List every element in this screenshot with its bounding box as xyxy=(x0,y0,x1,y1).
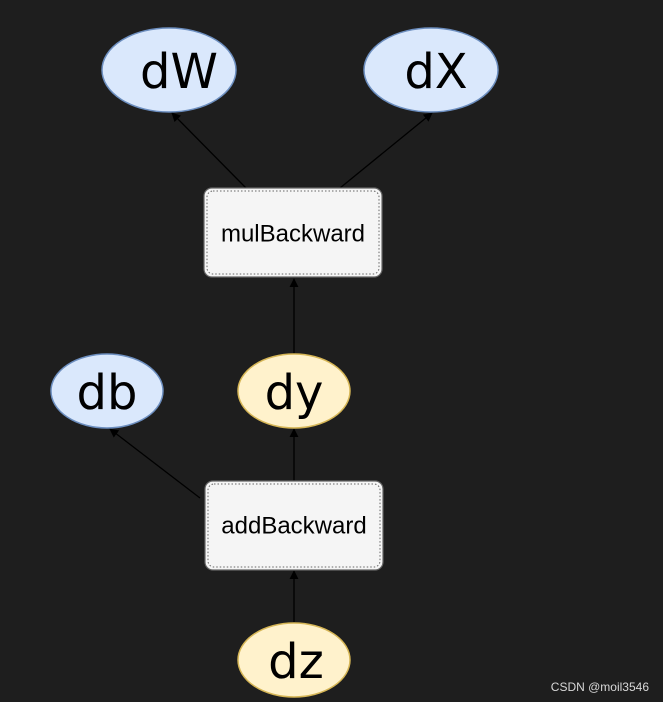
op-addbackward: addBackward xyxy=(204,480,384,571)
node-dw-label: dW xyxy=(140,44,218,100)
node-dw: dW xyxy=(101,27,237,113)
op-mulbackward: mulBackward xyxy=(203,187,383,278)
node-dz-label: dz xyxy=(268,634,324,690)
op-mulbackward-inner-border xyxy=(206,190,380,275)
node-dz: dz xyxy=(237,622,351,698)
watermark: CSDN @moil3546 xyxy=(550,680,649,694)
edges xyxy=(109,112,433,622)
op-addbackward-box xyxy=(204,480,384,571)
node-dw-shape xyxy=(101,27,237,113)
node-dz-shape xyxy=(237,622,351,698)
node-dy: dy xyxy=(237,353,351,429)
edge-addbackward-to-db xyxy=(109,428,201,499)
node-dx-label: dX xyxy=(404,44,467,100)
edge-mulbackward-to-dw xyxy=(171,112,247,189)
node-db: db xyxy=(50,353,164,429)
op-mulbackward-box xyxy=(203,187,383,278)
node-db-label: db xyxy=(77,365,138,421)
edge-mulbackward-to-dx xyxy=(339,112,433,189)
node-dy-label: dy xyxy=(265,365,324,421)
op-addbackward-label: addBackward xyxy=(221,513,366,540)
node-dx-shape xyxy=(363,27,499,113)
node-db-shape xyxy=(50,353,164,429)
op-addbackward-inner-border xyxy=(207,483,381,568)
node-dy-shape xyxy=(237,353,351,429)
op-mulbackward-label: mulBackward xyxy=(221,221,365,248)
node-dx: dX xyxy=(363,27,499,113)
